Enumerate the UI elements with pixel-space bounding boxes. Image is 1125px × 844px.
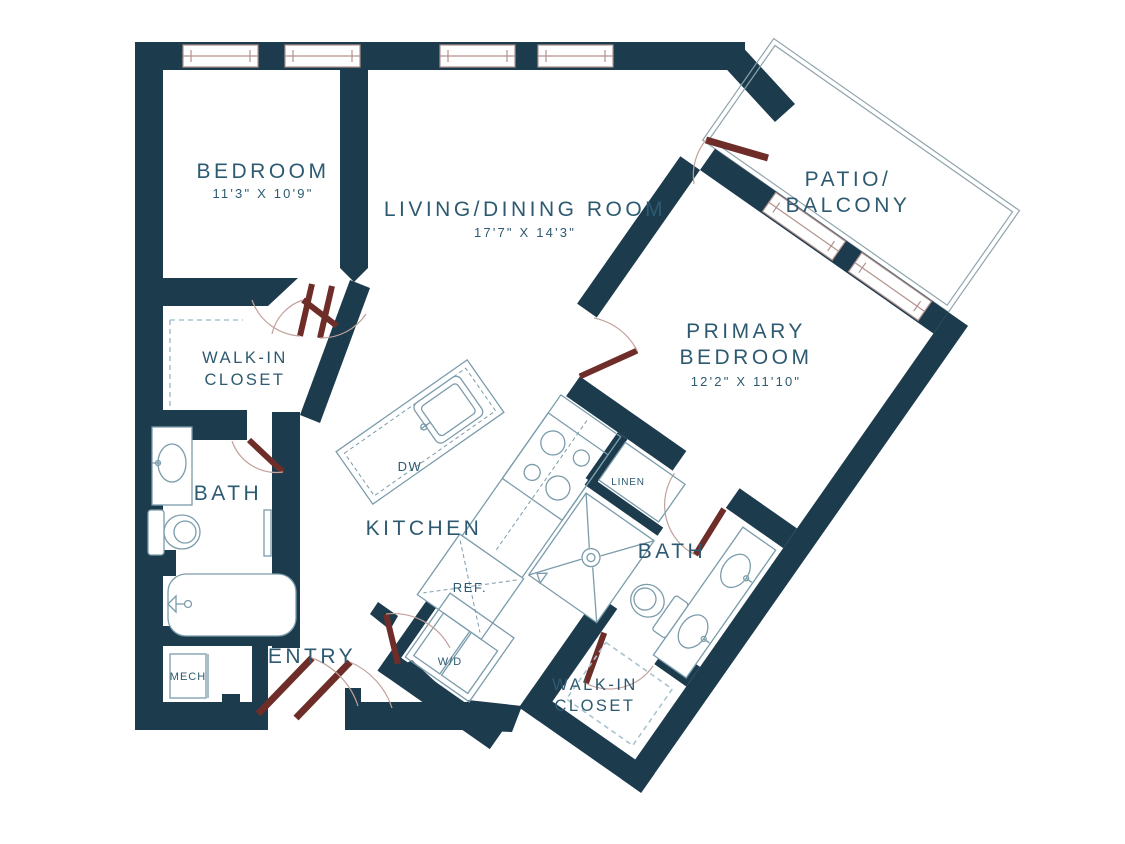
labels: BEDROOM 11'3" X 10'9" LIVING/DINING ROOM… — [170, 160, 911, 715]
primary-label-1: PRIMARY — [686, 320, 806, 343]
water-heater-fixture — [169, 653, 209, 699]
towel-bar — [263, 509, 272, 557]
primary-bedroom-door — [578, 317, 639, 380]
patio-outline — [701, 37, 1021, 314]
bedroom-label: BEDROOM — [196, 160, 329, 183]
closet1-door — [271, 297, 339, 335]
primary-dims: 12'2" X 11'10" — [691, 374, 802, 389]
bathtub-fixture — [167, 573, 297, 637]
living-label: LIVING/DINING ROOM — [384, 198, 666, 221]
ref-label: REF. — [453, 580, 488, 595]
toilet-fixture — [147, 509, 201, 556]
bedroom-double-doors — [251, 283, 367, 339]
entry-label: ENTRY — [268, 645, 356, 668]
walkin1-label-2: CLOSET — [204, 371, 285, 389]
bedroom-dims: 11'3" X 10'9" — [212, 186, 313, 201]
stove-fixture — [501, 411, 609, 522]
kitchen-island — [335, 358, 505, 506]
kitchen-label: KITCHEN — [366, 517, 483, 540]
dw-label: DW — [398, 459, 423, 474]
rotated-wing — [377, 37, 1021, 793]
walkin2-label-1: WALK-IN — [552, 676, 638, 694]
closet1-shelving — [169, 319, 243, 410]
bath1-label: BATH — [194, 482, 262, 505]
washer-dryer-fixture — [404, 592, 515, 703]
patio-label-2: BALCONY — [786, 194, 911, 217]
window-icon — [182, 44, 614, 68]
entry-doors — [255, 655, 393, 721]
bath1-door — [231, 437, 286, 475]
linen-label: LINEN — [611, 477, 644, 488]
vanity-sink-fixture — [151, 426, 193, 506]
primary-label-2: BEDROOM — [679, 346, 812, 369]
kitchen-hall-door — [383, 612, 451, 665]
walkin2-label-2: CLOSET — [554, 697, 635, 715]
closet2-shelving — [565, 641, 674, 747]
walkin1-label-1: WALK-IN — [202, 349, 288, 367]
living-dims: 17'7" X 14'3" — [474, 225, 576, 240]
patio-door — [692, 136, 769, 185]
window-icon — [761, 191, 933, 322]
toilet-fixture — [630, 583, 689, 639]
linen-closet — [597, 441, 686, 523]
bath2-door — [664, 472, 727, 557]
vanity-double-sink-fixture — [652, 526, 777, 679]
wd-label: W/D — [438, 656, 462, 668]
sink-fixture — [413, 375, 484, 444]
patio-label-1: PATIO/ — [805, 168, 892, 191]
mech-label: MECH — [170, 671, 206, 683]
shower-fixture — [527, 492, 655, 624]
bath2-label: BATH — [638, 540, 706, 563]
